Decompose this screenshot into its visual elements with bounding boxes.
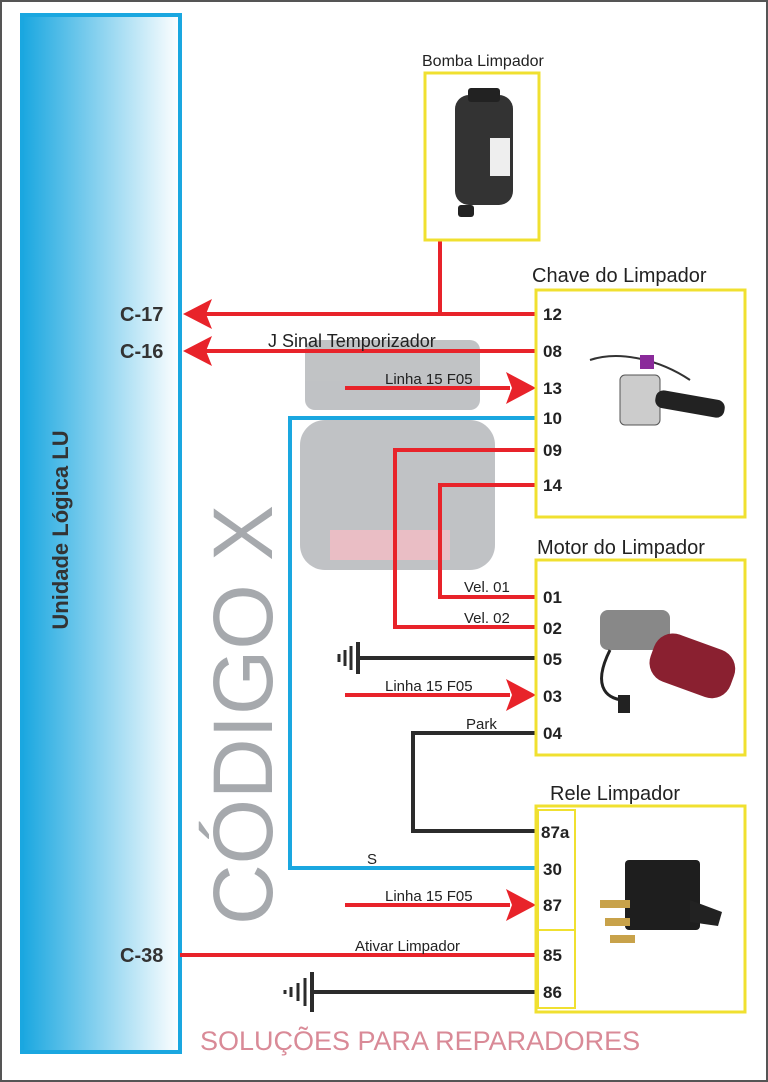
arrow-13-icon bbox=[506, 372, 536, 404]
wire-10-30 bbox=[288, 416, 536, 870]
label-vel1: Vel. 01 bbox=[464, 579, 510, 596]
watermark-truck bbox=[300, 340, 495, 570]
motor-pin-05: 05 bbox=[543, 650, 562, 669]
label-linha13: Linha 15 F05 bbox=[385, 371, 473, 388]
arrow-c17-icon bbox=[183, 299, 212, 329]
motor-box bbox=[534, 558, 747, 757]
logic-unit-label: Unidade Lógica LU bbox=[48, 430, 73, 629]
wire-14-01 bbox=[438, 483, 536, 599]
switch-image bbox=[589, 355, 725, 426]
switch-pin-14: 14 bbox=[543, 476, 562, 495]
pump-image bbox=[455, 88, 513, 217]
relay-pin-30: 30 bbox=[543, 860, 562, 879]
connector-c17: C-17 bbox=[120, 304, 163, 326]
logic-unit-bar bbox=[20, 13, 182, 1054]
label-linha03: Linha 15 F05 bbox=[385, 678, 473, 695]
wire-09-02 bbox=[393, 448, 536, 629]
motor-image bbox=[600, 610, 736, 713]
label-sinal: J Sinal Temporizador bbox=[268, 331, 436, 351]
relay-image bbox=[600, 860, 722, 943]
motor-pin-04: 04 bbox=[543, 724, 562, 743]
relay-pin-86: 86 bbox=[543, 983, 562, 1002]
switch-pin-10: 10 bbox=[543, 409, 562, 428]
switch-title: Chave do Limpador bbox=[532, 265, 707, 287]
wire-04-87a bbox=[411, 731, 536, 833]
relay-title: Rele Limpador bbox=[550, 783, 680, 805]
switch-pin-12: 12 bbox=[543, 305, 562, 324]
label-s: S bbox=[367, 851, 377, 868]
switch-pin-08: 08 bbox=[543, 342, 562, 361]
pump-title: Bomba Limpador bbox=[422, 53, 545, 70]
relay-pin-87a: 87a bbox=[541, 823, 570, 842]
label-vel2: Vel. 02 bbox=[464, 610, 510, 627]
relay-box bbox=[534, 804, 747, 1014]
motor-pin-01: 01 bbox=[543, 588, 562, 607]
motor-title: Motor do Limpador bbox=[537, 537, 705, 559]
relay-pin-87: 87 bbox=[543, 896, 562, 915]
relay-pin-group-lower bbox=[537, 929, 576, 1009]
relay-pin-85: 85 bbox=[543, 946, 562, 965]
motor-pin-02: 02 bbox=[543, 619, 562, 638]
ground-icon bbox=[337, 642, 360, 674]
connector-c16: C-16 bbox=[120, 341, 163, 363]
connector-c38: C-38 bbox=[120, 945, 163, 967]
switch-pin-13: 13 bbox=[543, 379, 562, 398]
ground-icon bbox=[283, 972, 314, 1012]
label-linha87: Linha 15 F05 bbox=[385, 888, 473, 905]
watermark-brand: CÓDIGO X bbox=[196, 505, 290, 925]
arrow-03-icon bbox=[506, 679, 536, 711]
switch-pin-09: 09 bbox=[543, 441, 562, 460]
motor-pin-03: 03 bbox=[543, 687, 562, 706]
arrow-87-icon bbox=[506, 889, 536, 921]
arrow-c16-icon bbox=[183, 336, 212, 366]
label-ativar: Ativar Limpador bbox=[355, 938, 460, 955]
label-park: Park bbox=[466, 716, 497, 733]
watermark-tagline: SOLUÇÕES PARA REPARADORES bbox=[200, 1025, 640, 1056]
switch-box bbox=[534, 288, 747, 519]
